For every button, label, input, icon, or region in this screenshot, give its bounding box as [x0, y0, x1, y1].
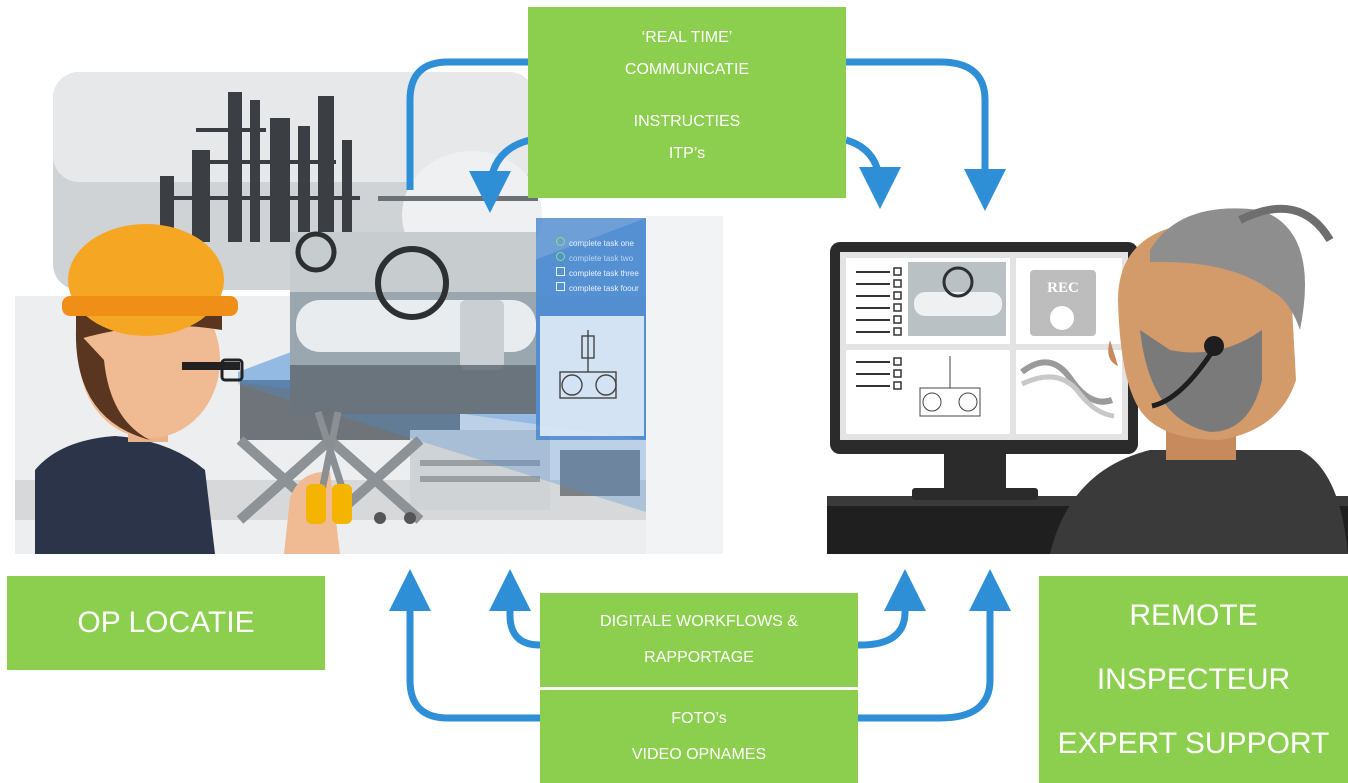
- top-inner-arrow-right: [844, 136, 901, 209]
- top-box-line: INSTRUCTIES: [633, 113, 741, 130]
- ar-checklist-item: complete task three: [556, 266, 648, 281]
- ar-checklist-item: complete task two: [556, 251, 648, 266]
- remote-label-line: INSPECTEUR: [1096, 662, 1291, 696]
- workflow-box-line: DIGITALE WORKFLOWS &: [600, 613, 798, 630]
- worker-illustration: [35, 224, 352, 554]
- valve-photo: [290, 231, 536, 414]
- media-box-line: VIDEO OPNAMES: [631, 745, 767, 763]
- top-inner-arrow-left: [469, 136, 531, 213]
- ar-checklist-item: complete task foour: [556, 281, 648, 296]
- onsite-label-text: OP LOCATIE: [77, 606, 255, 639]
- technical-drawing: [540, 316, 644, 436]
- rec-label: REC: [1047, 280, 1079, 296]
- onsite-label: OP LOCATIE: [7, 576, 325, 670]
- monitor-illustration: [830, 242, 1138, 500]
- media-box: FOTO’s VIDEO OPNAMES: [540, 690, 858, 783]
- top-box-line: ITP’s: [668, 145, 706, 162]
- top-box-line: ‘REAL TIME’: [641, 29, 733, 46]
- remote-label: REMOTE INSPECTEUR EXPERT SUPPORT: [1039, 576, 1348, 783]
- top-communication-box: ‘REAL TIME’ COMMUNICATIE INSTRUCTIES ITP…: [528, 7, 846, 198]
- media-box-line: FOTO’s: [671, 709, 727, 727]
- workflow-box: DIGITALE WORKFLOWS & RAPPORTAGE: [540, 593, 858, 687]
- top-box-line: COMMUNICATIE: [624, 61, 750, 78]
- remote-label-line: REMOTE: [1129, 598, 1258, 632]
- inspector-illustration: [1050, 204, 1348, 554]
- workflow-box-line: RAPPORTAGE: [644, 649, 754, 666]
- remote-label-line: EXPERT SUPPORT: [1057, 726, 1330, 760]
- ar-checklist-item: complete task one: [556, 236, 648, 251]
- bottom-inner-arrow: [489, 569, 926, 649]
- ar-checklist: complete task one complete task two comp…: [556, 236, 648, 296]
